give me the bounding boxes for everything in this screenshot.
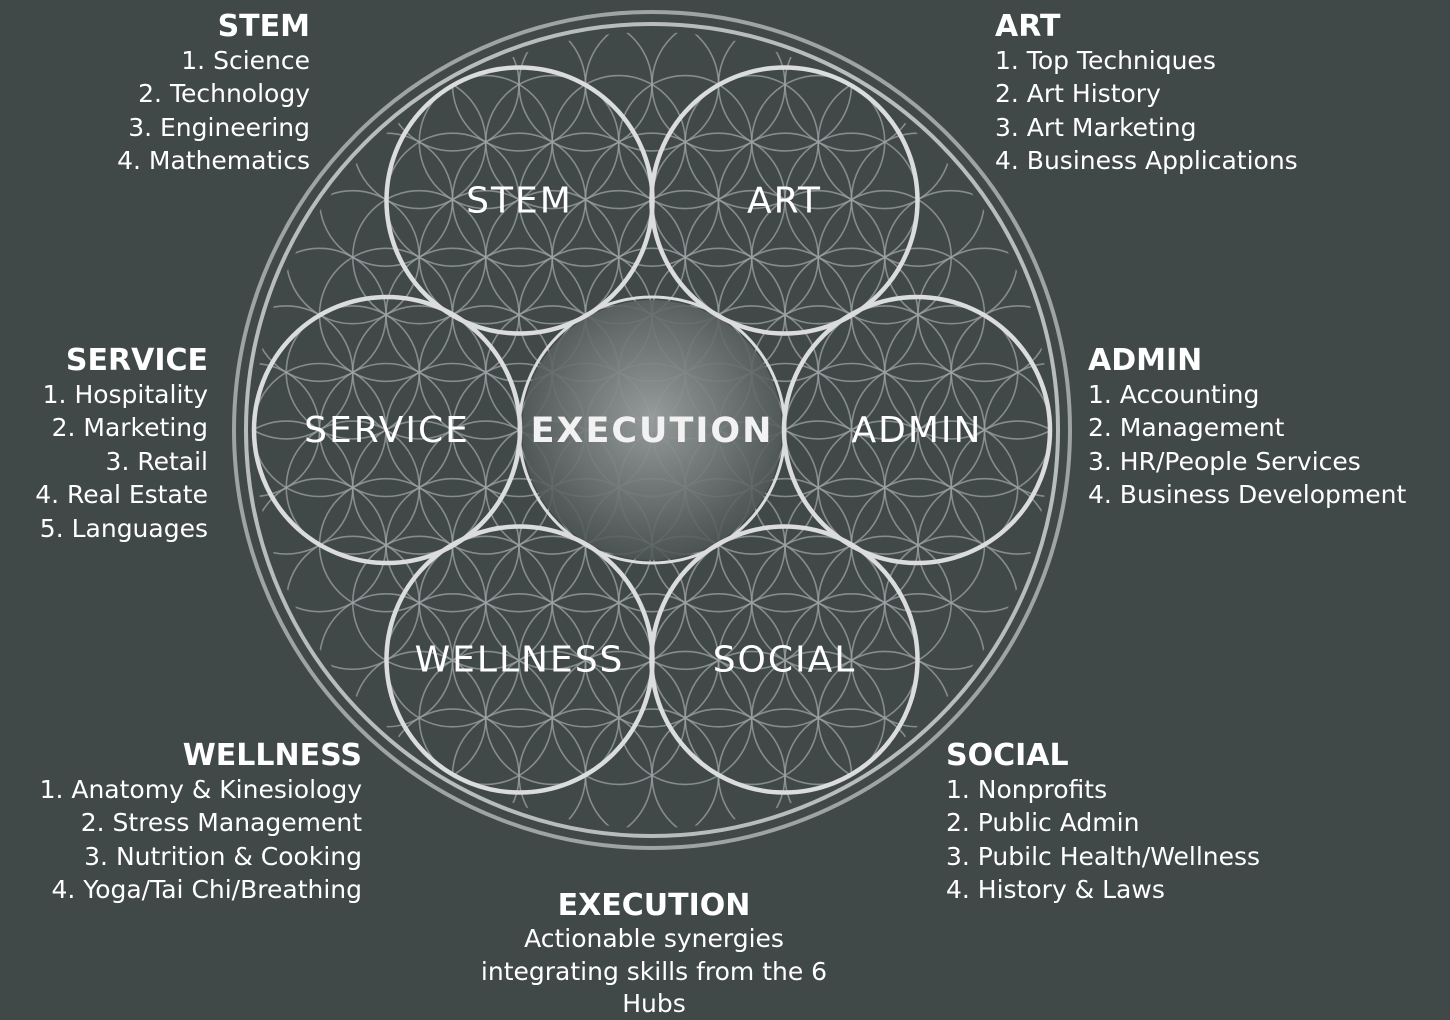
wellness-list: 1. Anatomy & Kinesiology 2. Stress Manag… xyxy=(40,773,362,907)
service-title: SERVICE xyxy=(65,343,208,378)
list-item: 3. Nutrition & Cooking xyxy=(84,841,362,871)
list-item: 1. Nonprofits xyxy=(946,775,1108,804)
list-item: 4. Business Development xyxy=(1088,480,1407,510)
list-item: 1. Top Techniques xyxy=(995,46,1216,75)
list-item: 2. Management xyxy=(1088,413,1285,443)
pattern-circle xyxy=(917,362,1050,498)
pattern-circle xyxy=(950,420,1050,555)
execution-description-block: EXECUTION Actionable synergies integrati… xyxy=(404,889,904,1020)
stem-list: 1. Science 2. Technology 3. Engineering … xyxy=(117,44,310,178)
center-glow xyxy=(522,300,782,560)
service-description-block: SERVICE 1. Hospitality 2. Marketing 3. R… xyxy=(35,344,208,545)
list-item: 4. Business Applications xyxy=(995,146,1298,176)
list-item: 1. Anatomy & Kinesiology xyxy=(39,775,362,804)
list-item: 3. HR/People Services xyxy=(1088,446,1361,476)
list-item: 2. Stress Management xyxy=(80,808,362,838)
list-item: 4. History & Laws xyxy=(946,875,1165,905)
center-label-execution: EXECUTION xyxy=(531,411,774,451)
list-item: 4. Mathematics xyxy=(117,146,310,176)
outer-ring-2 xyxy=(244,22,1060,838)
list-item: 1. Science xyxy=(181,46,310,75)
pattern-circle xyxy=(917,247,1050,383)
list-item: 3. Pubilc Health/Wellness xyxy=(946,841,1261,871)
list-item: 1. Hospitality xyxy=(42,380,208,409)
social-title: SOCIAL xyxy=(946,738,1069,773)
list-item: 3. Engineering xyxy=(128,112,310,142)
list-item: 4. Yoga/Tai Chi/Breathing xyxy=(51,875,362,905)
wellness-title: WELLNESS xyxy=(182,738,362,773)
list-item: 3. Retail xyxy=(105,446,208,476)
major-circles xyxy=(251,65,1053,795)
pattern-circle xyxy=(950,305,1050,440)
hub-label-wellness: WELLNESS xyxy=(415,640,625,681)
hub-label-social: SOCIAL xyxy=(713,640,857,681)
hub-circle xyxy=(384,524,655,795)
hub-label-service: SERVICE xyxy=(304,410,470,451)
hub-circle xyxy=(649,65,920,336)
list-item: 2. Public Admin xyxy=(946,808,1140,838)
list-item: 3. Art Marketing xyxy=(995,112,1197,142)
list-item: 4. Real Estate xyxy=(35,480,208,510)
admin-description-block: ADMIN 1. Accounting 2. Management 3. HR/… xyxy=(1088,344,1406,512)
pattern-circle xyxy=(917,477,1050,613)
hub-label-art: ART xyxy=(747,181,822,222)
list-item: 5. Languages xyxy=(39,513,208,543)
execution-description: Actionable synergies integrating skills … xyxy=(480,924,828,1018)
stem-title: STEM xyxy=(217,9,310,44)
admin-list: 1. Accounting 2. Management 3. HR/People… xyxy=(1088,378,1406,512)
stem-description-block: STEM 1. Science 2. Technology 3. Enginee… xyxy=(117,10,310,178)
art-description-block: ART 1. Top Techniques 2. Art History 3. … xyxy=(995,10,1298,178)
outer-ring-1 xyxy=(232,10,1072,850)
hub-label-stem: STEM xyxy=(466,181,573,222)
execution-title: EXECUTION xyxy=(557,888,751,923)
hub-circle xyxy=(251,294,523,566)
outer-rings xyxy=(232,10,1072,850)
list-item: 2. Art History xyxy=(995,79,1161,109)
social-list: 1. Nonprofits 2. Public Admin 3. Pubilc … xyxy=(946,773,1260,907)
list-item: 2. Technology xyxy=(138,79,310,109)
admin-title: ADMIN xyxy=(1088,343,1203,378)
social-description-block: SOCIAL 1. Nonprofits 2. Public Admin 3. … xyxy=(946,739,1260,907)
hub-circle xyxy=(781,294,1053,566)
list-item: 1. Accounting xyxy=(1088,380,1260,409)
list-item: 2. Marketing xyxy=(51,413,208,443)
hub-labels: STEM ART ADMIN SOCIAL WELLNESS SERVICE EXECUTI… xyxy=(304,181,983,681)
hub-label-admin: ADMIN xyxy=(852,410,983,451)
art-title: ART xyxy=(995,9,1061,44)
wellness-description-block: WELLNESS 1. Anatomy & Kinesiology 2. Str… xyxy=(40,739,362,907)
art-list: 1. Top Techniques 2. Art History 3. Art … xyxy=(995,44,1298,178)
service-list: 1. Hospitality 2. Marketing 3. Retail 4.… xyxy=(35,378,208,545)
pattern-circle xyxy=(983,362,1050,498)
